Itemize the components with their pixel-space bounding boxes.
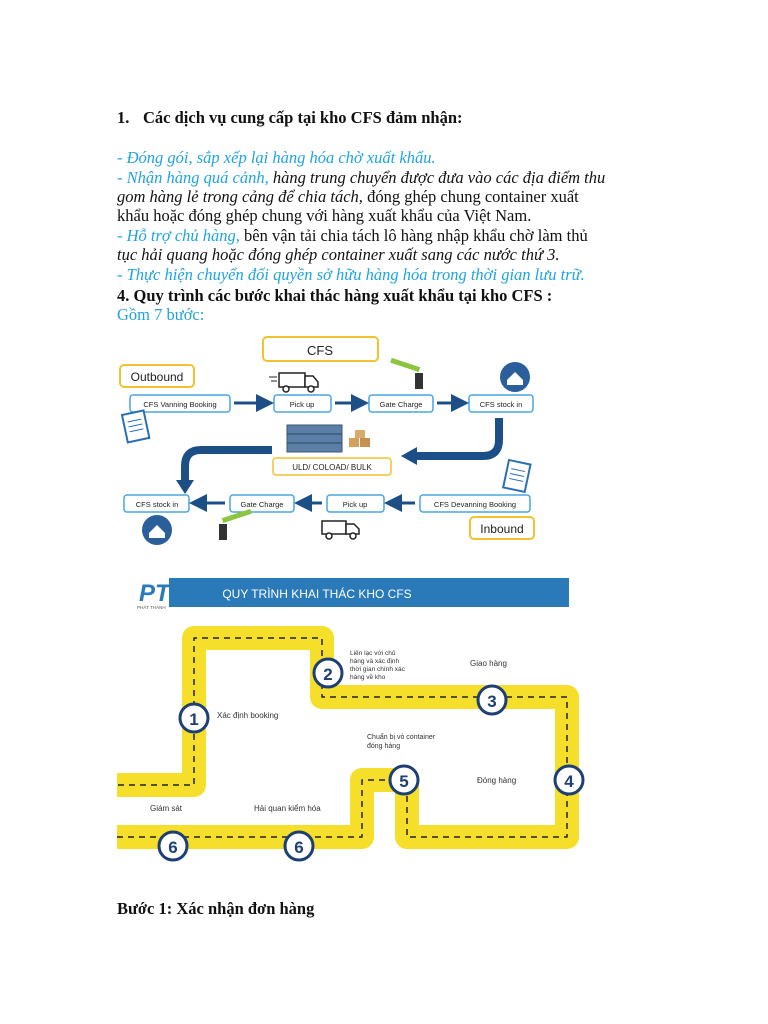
section4-subheading: Gồm 7 bước: bbox=[117, 305, 204, 325]
logo: PT bbox=[139, 580, 172, 607]
service-item-2-line2: gom hàng lẻ trong cảng để chia tách, đón… bbox=[117, 187, 579, 207]
step-label-3: Giao hàng bbox=[470, 659, 507, 668]
step-label-2d: hàng về kho bbox=[350, 672, 386, 681]
center-label: ULD/ COLOAD/ BULK bbox=[292, 463, 372, 472]
truck-icon bbox=[269, 373, 318, 392]
warehouse-rack-icon bbox=[287, 425, 342, 452]
service-item-2-rest: hàng trung chuyển được đưa vào các địa đ… bbox=[269, 168, 606, 187]
step-num-5: 5 bbox=[399, 772, 408, 791]
service-item-3-rest: bên vận tải chia tách lô hàng nhập khẩu … bbox=[240, 226, 588, 245]
outbound-label: Outbound bbox=[131, 370, 184, 384]
cfs-title: CFS bbox=[307, 343, 333, 358]
step1-heading: Bước 1: Xác nhận đơn hàng bbox=[117, 899, 314, 919]
step-label-5b: đóng hàng bbox=[367, 743, 400, 750]
service-item-3-line2: tục hải quang hoặc đóng ghép container x… bbox=[117, 245, 559, 265]
inbound-label: Inbound bbox=[480, 522, 523, 536]
document-icon bbox=[122, 410, 149, 442]
step-circle-1: 1 bbox=[180, 704, 208, 732]
bottom-label-devanning: CFS Devanning Booking bbox=[434, 500, 516, 509]
step-num-6b: 6 bbox=[168, 838, 177, 857]
step-label-2c: thời gian chính xác bbox=[350, 666, 406, 673]
step-circle-5: 5 bbox=[390, 766, 418, 794]
logo-sub: PHÁT THÀNH bbox=[137, 604, 166, 610]
arrow-right-curve bbox=[417, 418, 499, 456]
cfs-flow-diagram: CFS Outbound Inbound CFS Vanning Booking… bbox=[117, 330, 547, 550]
road-process-diagram: PT PHÁT THÀNH QUY TRÌNH KHAI THÁC KHO CF… bbox=[117, 575, 587, 865]
step-num-6a: 6 bbox=[294, 838, 303, 857]
step-label-2a: Liên lạc với chủ bbox=[350, 649, 396, 657]
step-label-4: Đóng hàng bbox=[477, 776, 516, 785]
top-label-pickup: Pick up bbox=[290, 400, 315, 409]
bottom-label-gate: Gate Charge bbox=[241, 500, 284, 509]
service-item-2-line2b: đóng ghép chung container xuất bbox=[363, 187, 579, 206]
step-num-3: 3 bbox=[487, 692, 496, 711]
step-num-4: 4 bbox=[564, 772, 574, 791]
service-item-2: - Nhận hàng quá cảnh, hàng trung chuyển … bbox=[117, 168, 605, 188]
step-circle-6b: 6 bbox=[159, 832, 187, 860]
top-label-stockin: CFS stock in bbox=[480, 400, 523, 409]
section-heading: Các dịch vụ cung cấp tại kho CFS đảm nhậ… bbox=[143, 108, 463, 128]
box-icon bbox=[349, 438, 359, 447]
step-label-1: Xác định booking bbox=[217, 711, 278, 720]
step-circle-4: 4 bbox=[555, 766, 583, 794]
banner-title: QUY TRÌNH KHAI THÁC KHO CFS bbox=[222, 586, 411, 601]
section-number: 1. bbox=[117, 108, 129, 128]
service-item-2-line3: khẩu hoặc đóng ghép chung với hàng xuất … bbox=[117, 206, 531, 226]
step-label-6b: Giám sát bbox=[150, 804, 183, 813]
document-icon-right bbox=[503, 460, 530, 492]
truck-icon-bottom bbox=[322, 521, 359, 539]
top-label-gate: Gate Charge bbox=[380, 400, 423, 409]
section4-heading: 4. Quy trình các bước khai thác hàng xuấ… bbox=[117, 286, 552, 306]
bottom-label-stockin: CFS stock in bbox=[136, 500, 179, 509]
step-num-1: 1 bbox=[189, 710, 198, 729]
step-circle-6a: 6 bbox=[285, 832, 313, 860]
step-num-2: 2 bbox=[323, 665, 332, 684]
arrow-left-curve bbox=[185, 450, 272, 480]
top-label-vanning: CFS Vanning Booking bbox=[143, 400, 216, 409]
service-item-2-line2a: gom hàng lẻ trong cảng để chia tách, bbox=[117, 187, 363, 206]
step-label-2b: hàng và xác định bbox=[350, 658, 400, 665]
gate-barrier-icon bbox=[390, 358, 423, 389]
service-item-3: - Hỗ trợ chủ hàng, bên vận tải chia tách… bbox=[117, 226, 588, 246]
bottom-label-pickup: Pick up bbox=[343, 500, 368, 509]
warehouse-circle-icon-bottom bbox=[142, 515, 172, 545]
step-label-5a: Chuẩn bị vỏ container bbox=[367, 733, 436, 741]
step-circle-2: 2 bbox=[314, 659, 342, 687]
service-item-3-lead: - Hỗ trợ chủ hàng, bbox=[117, 226, 240, 245]
service-item-1: - Đóng gói, sắp xếp lại hàng hóa chờ xuấ… bbox=[117, 148, 436, 168]
step-label-6a: Hải quan kiểm hóa bbox=[254, 804, 321, 813]
gate-barrier-icon-bottom bbox=[219, 509, 252, 540]
warehouse-circle-icon bbox=[500, 362, 530, 392]
service-item-2-lead: - Nhận hàng quá cảnh, bbox=[117, 168, 269, 187]
service-item-4: - Thực hiện chuyển đối quyền sở hữu hàng… bbox=[117, 265, 585, 285]
step-circle-3: 3 bbox=[478, 686, 506, 714]
